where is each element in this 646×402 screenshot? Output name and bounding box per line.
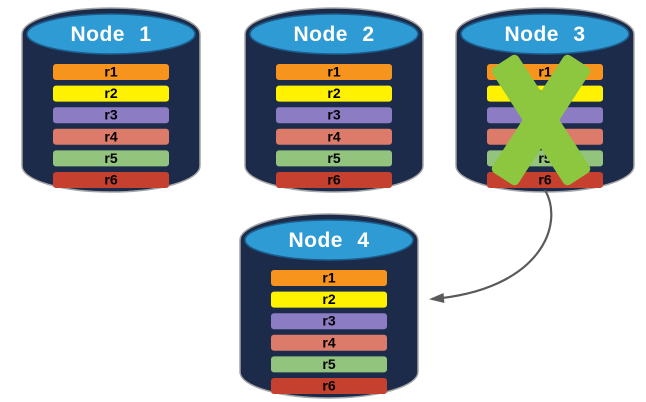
replica-label: r3: [322, 313, 335, 329]
replica-label: r2: [322, 291, 335, 307]
replica-bar-r2: [276, 85, 392, 102]
replica-label: r5: [322, 356, 335, 372]
cylinder-top-face: [244, 219, 414, 261]
replica-bar-r2: [271, 291, 387, 308]
replica-bar-r3: [271, 313, 387, 330]
replica-label: r6: [322, 378, 335, 394]
replica-label: r5: [327, 150, 340, 166]
replica-label: r6: [538, 172, 551, 188]
replica-label: r3: [327, 107, 340, 123]
cylinder-top-face: [460, 13, 630, 55]
node-label: Node 1: [70, 23, 151, 46]
replica-bar-r4: [271, 334, 387, 351]
replica-bar-r6: [271, 378, 387, 394]
cylinder-top-face: [249, 13, 419, 55]
replica-label: r1: [538, 64, 551, 80]
node-label: Node 4: [288, 229, 369, 252]
replica-bar-r1: [271, 270, 387, 286]
replica-bar-r5: [271, 356, 387, 373]
failover-arrow: [429, 189, 553, 303]
replica-label: r3: [104, 107, 117, 123]
replica-bar-r6: [276, 172, 392, 188]
node-4: Node 4 r1 r2 r3 r4 r5 r6: [239, 213, 419, 399]
replica-bar-r4: [276, 128, 392, 145]
replica-bar-r1: [276, 64, 392, 80]
replica-label: r4: [327, 128, 340, 144]
replica-label: r4: [104, 128, 117, 144]
replica-label: r4: [322, 334, 335, 350]
replica-bar-r2: [53, 85, 169, 102]
replica-bar-r5: [53, 150, 169, 167]
replica-bar-r3: [276, 107, 392, 124]
node-label: Node 2: [293, 23, 374, 46]
failure-x-icon: [491, 54, 591, 186]
node-2: Node 2 r1 r2 r3 r4 r5 r6: [244, 7, 424, 193]
replica-label: r2: [104, 85, 117, 101]
node-1: Node 1 r1 r2 r3 r4 r5 r6: [21, 7, 201, 193]
replica-label: r2: [327, 85, 340, 101]
node-label: Node 3: [504, 23, 585, 46]
replica-label: r6: [104, 172, 117, 188]
replica-bar-r1: [53, 64, 169, 80]
replica-bar-r5: [276, 150, 392, 167]
replica-bar-r4: [53, 128, 169, 145]
replica-label: r6: [327, 172, 340, 188]
replica-bar-r3: [53, 107, 169, 124]
replica-label: r1: [104, 64, 117, 80]
replica-label: r5: [104, 150, 117, 166]
replica-label: r1: [327, 64, 340, 80]
node-3: Node 3r1r2r3r4r5r6: [455, 7, 635, 193]
replica-bar-r6: [53, 172, 169, 188]
replica-label: r1: [322, 270, 335, 286]
cylinder-top-face: [26, 13, 196, 55]
x-stroke: [491, 54, 591, 186]
